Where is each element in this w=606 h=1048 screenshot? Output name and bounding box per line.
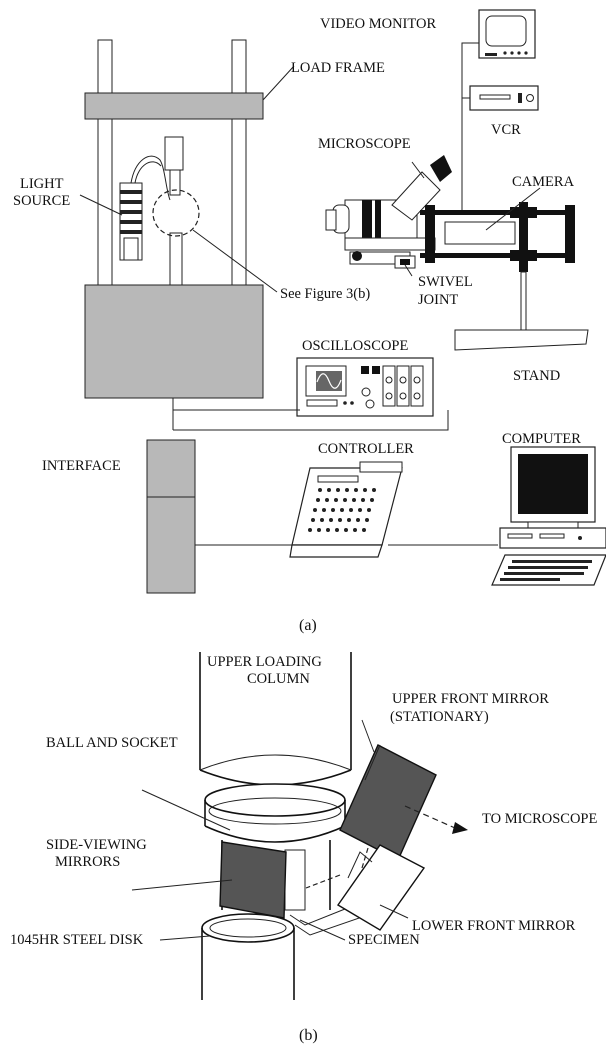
label-upper-loading-column-1: UPPER LOADING xyxy=(207,654,322,670)
label-to-microscope: TO MICROSCOPE xyxy=(482,811,597,827)
load-frame-crosshead xyxy=(85,93,263,119)
label-computer: COMPUTER xyxy=(502,431,581,447)
caption-a: (a) xyxy=(299,617,317,634)
label-load-frame: LOAD FRAME xyxy=(291,60,385,76)
label-light-source-2: SOURCE xyxy=(13,193,70,209)
label-oscilloscope: OSCILLOSCOPE xyxy=(302,338,408,354)
upper-front-mirror-illustration xyxy=(340,745,436,860)
camera-illustration xyxy=(445,222,515,244)
label-interface: INTERFACE xyxy=(42,458,121,474)
load-frame-base xyxy=(85,285,263,398)
label-swivel-2: JOINT xyxy=(418,292,458,308)
label-upper-loading-column-2: COLUMN xyxy=(247,671,310,687)
interface-illustration xyxy=(147,440,195,593)
video-monitor-illustration xyxy=(479,10,535,58)
label-specimen: SPECIMEN xyxy=(348,932,420,948)
label-upper-front-mirror-2: (STATIONARY) xyxy=(390,709,489,725)
label-swivel-1: SWIVEL xyxy=(418,274,473,290)
label-see-figure: See Figure 3(b) xyxy=(280,286,370,302)
label-side-viewing-2: MIRRORS xyxy=(55,854,120,870)
specimen-illustration xyxy=(285,850,305,910)
label-lower-front-mirror: LOWER FRONT MIRROR xyxy=(412,918,576,934)
computer-illustration xyxy=(492,447,606,585)
label-microscope: MICROSCOPE xyxy=(318,136,411,152)
light-source-illustration xyxy=(120,156,170,260)
vcr-illustration xyxy=(470,86,538,110)
label-vcr: VCR xyxy=(491,122,521,138)
label-upper-front-mirror-1: UPPER FRONT MIRROR xyxy=(392,691,549,707)
label-light-source-1: LIGHT xyxy=(20,176,64,192)
oscilloscope-illustration xyxy=(297,358,433,416)
load-frame xyxy=(85,40,263,398)
ball-and-socket xyxy=(205,784,345,842)
label-steel-disk: 1045HR STEEL DISK xyxy=(10,932,144,948)
label-controller: CONTROLLER xyxy=(318,441,414,457)
panel-a: VIDEO MONITOR LOAD FRAME VCR MICROSCOPE … xyxy=(13,10,606,634)
label-side-viewing-1: SIDE-VIEWING xyxy=(46,837,147,853)
caption-b: (b) xyxy=(299,1027,318,1044)
panel-b: UPPER LOADING COLUMN UPPER FRONT MIRROR … xyxy=(10,652,597,1044)
label-ball-and-socket: BALL AND SOCKET xyxy=(46,735,178,751)
controller-illustration xyxy=(290,462,402,557)
label-camera: CAMERA xyxy=(512,174,575,190)
steel-disk xyxy=(202,914,294,1000)
label-video-monitor: VIDEO MONITOR xyxy=(320,16,436,32)
label-stand: STAND xyxy=(513,368,560,384)
specimen-region-circle xyxy=(153,190,199,236)
